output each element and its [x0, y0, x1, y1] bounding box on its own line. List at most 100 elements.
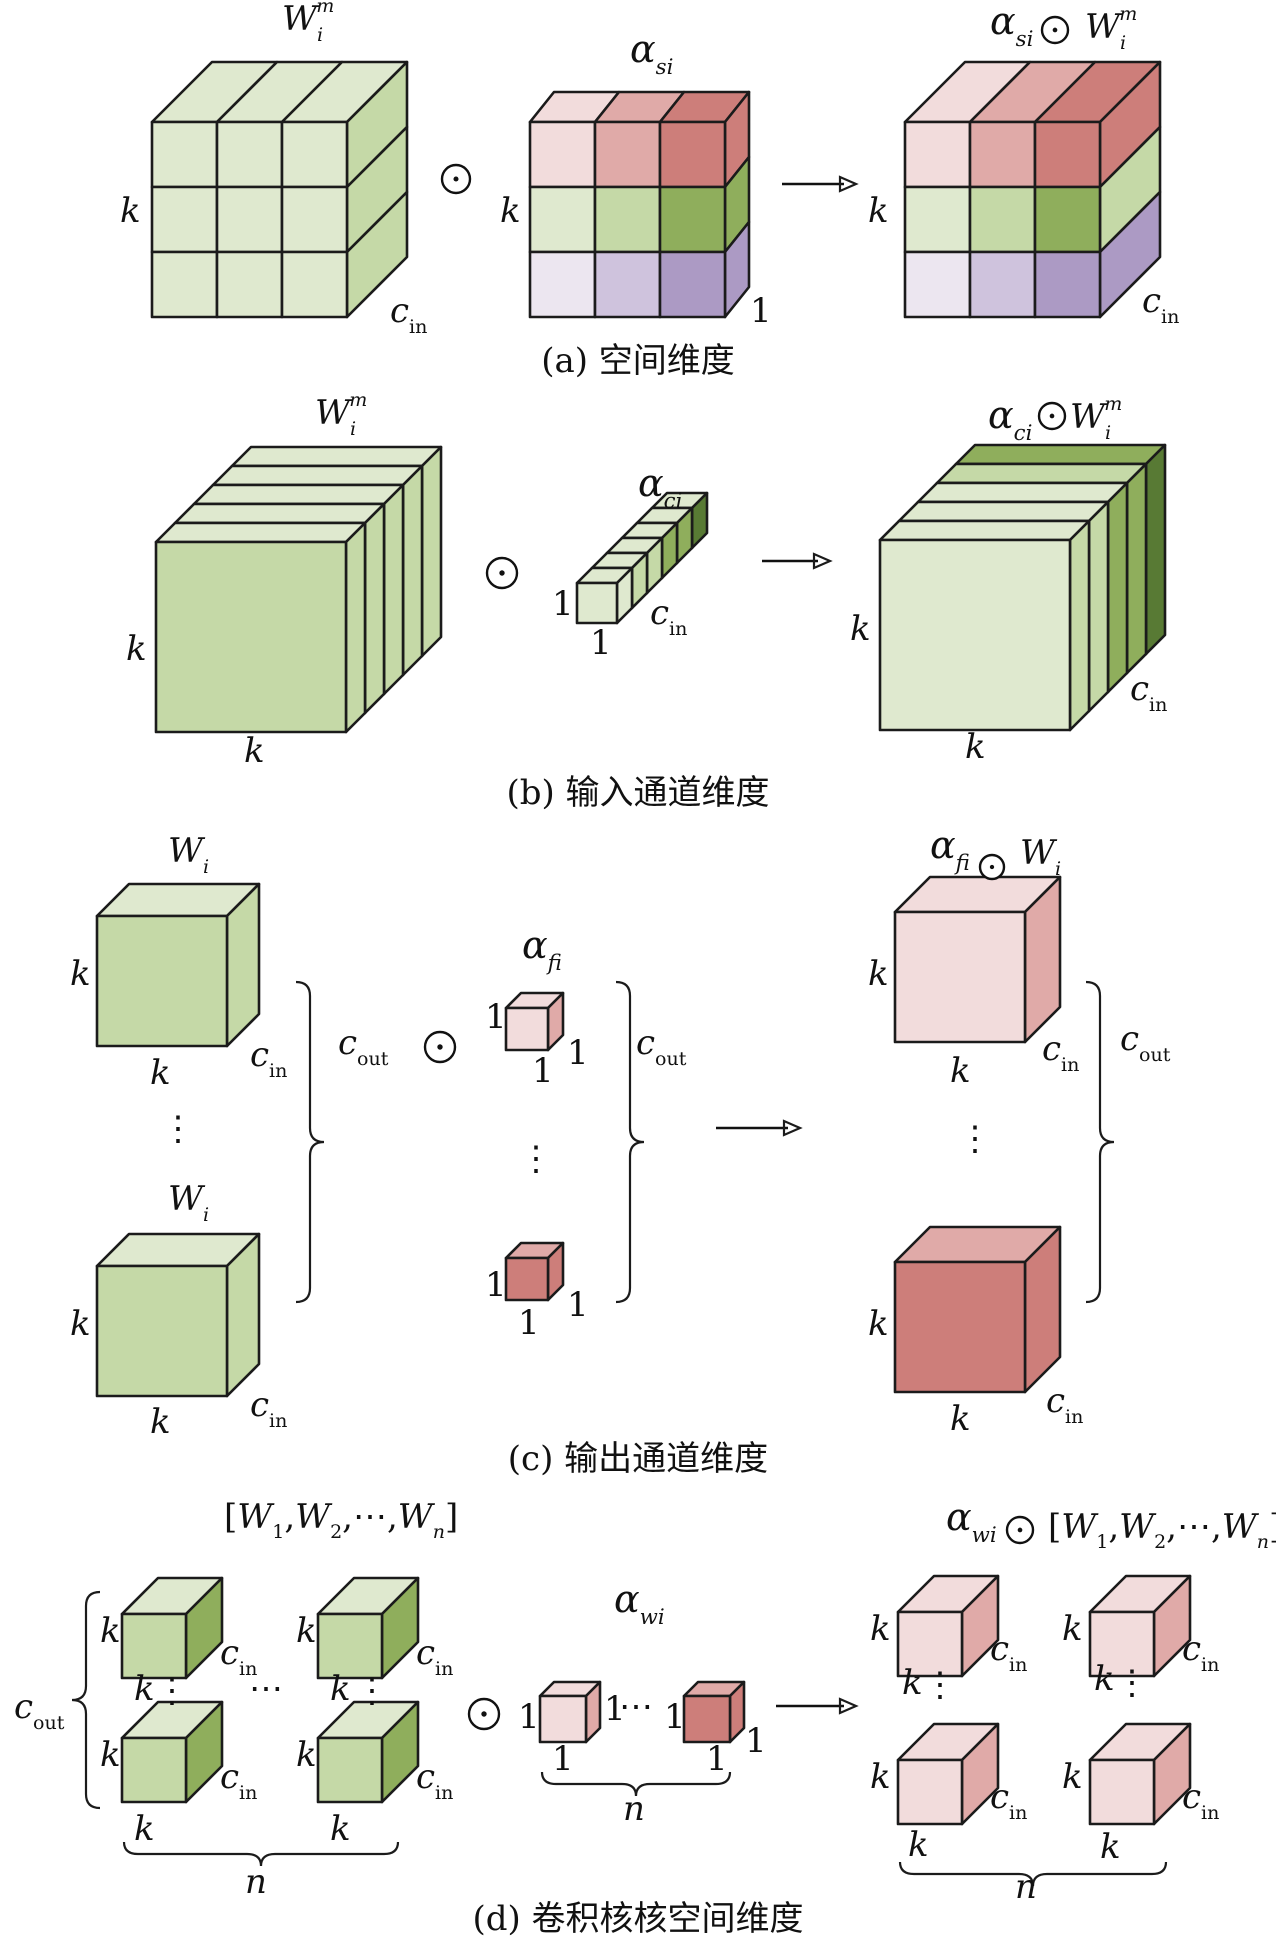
W-im-label: Wim [282, 0, 334, 46]
weight-cube-bottom-c [95, 1232, 261, 1398]
cube-front-cell [150, 120, 219, 189]
cube-front-cell [528, 250, 597, 319]
cube-front [682, 1694, 732, 1744]
k-label: k [70, 1304, 91, 1344]
one-label: 1 [706, 1739, 728, 1779]
odot-c [423, 1030, 457, 1064]
cube-front-cell [280, 120, 349, 189]
one-label: 1 [552, 1739, 574, 1779]
arrow-c [716, 1119, 803, 1137]
weight-kernel-cube [316, 1576, 420, 1680]
k-label: k [120, 191, 141, 231]
arrow-head [838, 175, 859, 193]
brace-c-right [1085, 980, 1115, 1304]
cube-front-cell [1033, 120, 1102, 189]
weight-kernel-cube [316, 1700, 420, 1804]
arrow-a [782, 175, 859, 193]
k-label: k [100, 1735, 121, 1775]
vdots-c-right: ⋮ [958, 1119, 992, 1159]
weight-kernel-cube [120, 1700, 224, 1804]
arrow-head [838, 1697, 859, 1715]
cube-front-cell [968, 120, 1037, 189]
k-label: k [330, 1809, 351, 1849]
layer-side [1125, 462, 1148, 675]
layer-side [1068, 519, 1091, 732]
layer-top [954, 443, 1167, 466]
arrow-b [762, 552, 833, 570]
vdots-c-left: ⋮ [161, 1109, 195, 1149]
W-list-part: n [433, 1521, 445, 1543]
k-label: k [150, 1402, 171, 1442]
cube-front-cell [903, 185, 972, 254]
layer-side [1144, 443, 1167, 656]
odot-center [1052, 27, 1058, 33]
alpha-fi-result-label: αfi [930, 823, 970, 876]
weight-kernel-cube [120, 1576, 224, 1680]
arrow-d [776, 1697, 859, 1715]
vdots-c-mid: ⋮ [519, 1139, 553, 1179]
result-cube-a [903, 60, 1162, 319]
k-label: k [902, 1663, 923, 1703]
W-i-result-label: Wi [1020, 833, 1061, 880]
vdots-d2: ⋮ [355, 1671, 389, 1711]
alpha-si-label: αsi [630, 27, 673, 80]
cube-front [1088, 1758, 1156, 1826]
k-label: k [330, 1669, 351, 1709]
cube-front-cell [903, 120, 972, 189]
k-label: k [70, 954, 91, 994]
W-list-part: , [284, 1497, 295, 1537]
odot-a [440, 163, 472, 195]
one-label: 1 [567, 1285, 589, 1325]
one-label: 1 [485, 997, 507, 1037]
cube-front-cell [215, 185, 284, 254]
odot-b-result [1037, 401, 1067, 431]
cube-front [95, 914, 229, 1048]
c-in-label: cin [250, 1385, 287, 1432]
W-list-part: 2 [330, 1521, 342, 1543]
odot-center [1017, 1527, 1023, 1533]
cube-front [896, 1610, 964, 1678]
W-list-part: [ [224, 1497, 237, 1537]
k-label: k [150, 1053, 171, 1093]
layer-front [878, 538, 1072, 732]
k-label: k [870, 1609, 891, 1649]
c-in-label: cin [990, 1629, 1027, 1676]
brace-d-n-left [122, 1841, 400, 1867]
cube-front-cell [1033, 250, 1102, 319]
cube-front-cell [150, 185, 219, 254]
k-label: k [870, 1757, 891, 1797]
W-list-result-part: n [1257, 1531, 1269, 1553]
k-label: k [100, 1611, 121, 1651]
cube-front [1088, 1610, 1156, 1678]
k-label: k [134, 1669, 155, 1709]
weight-cube-W-im-b [154, 445, 443, 734]
W-list-result-part: ] [1269, 1507, 1276, 1547]
k-label: k [1094, 1659, 1115, 1699]
W-list-part: ,⋯, [342, 1497, 398, 1537]
c-in-label: cin [1182, 1777, 1219, 1824]
odot-d-result [1005, 1515, 1035, 1545]
W-list-result-part: [ [1048, 1507, 1061, 1547]
alpha-ci-label: αci [638, 461, 682, 514]
k-label: k [908, 1825, 929, 1865]
cube-front-cell [215, 120, 284, 189]
k-label: k [965, 727, 986, 767]
alpha-si-result-label: αsi [990, 0, 1033, 52]
cube-front-cell [280, 185, 349, 254]
one-label: 1 [532, 1051, 554, 1091]
one-label: 1 [552, 584, 574, 624]
brace-d-left [71, 1590, 101, 1810]
n-label-d-left: n [245, 1862, 267, 1902]
brace-d-n-mid [540, 1771, 732, 1797]
cube-front-cell [968, 185, 1037, 254]
one-label: 1 [745, 1721, 767, 1761]
attention-cube-alpha-si [528, 90, 751, 319]
layer-side [382, 483, 405, 696]
c-in-label: cin [250, 1035, 287, 1082]
one-label: 1 [567, 1033, 589, 1073]
cdots-d: ⋯ [619, 1687, 653, 1727]
one-label: 1 [664, 1697, 686, 1737]
